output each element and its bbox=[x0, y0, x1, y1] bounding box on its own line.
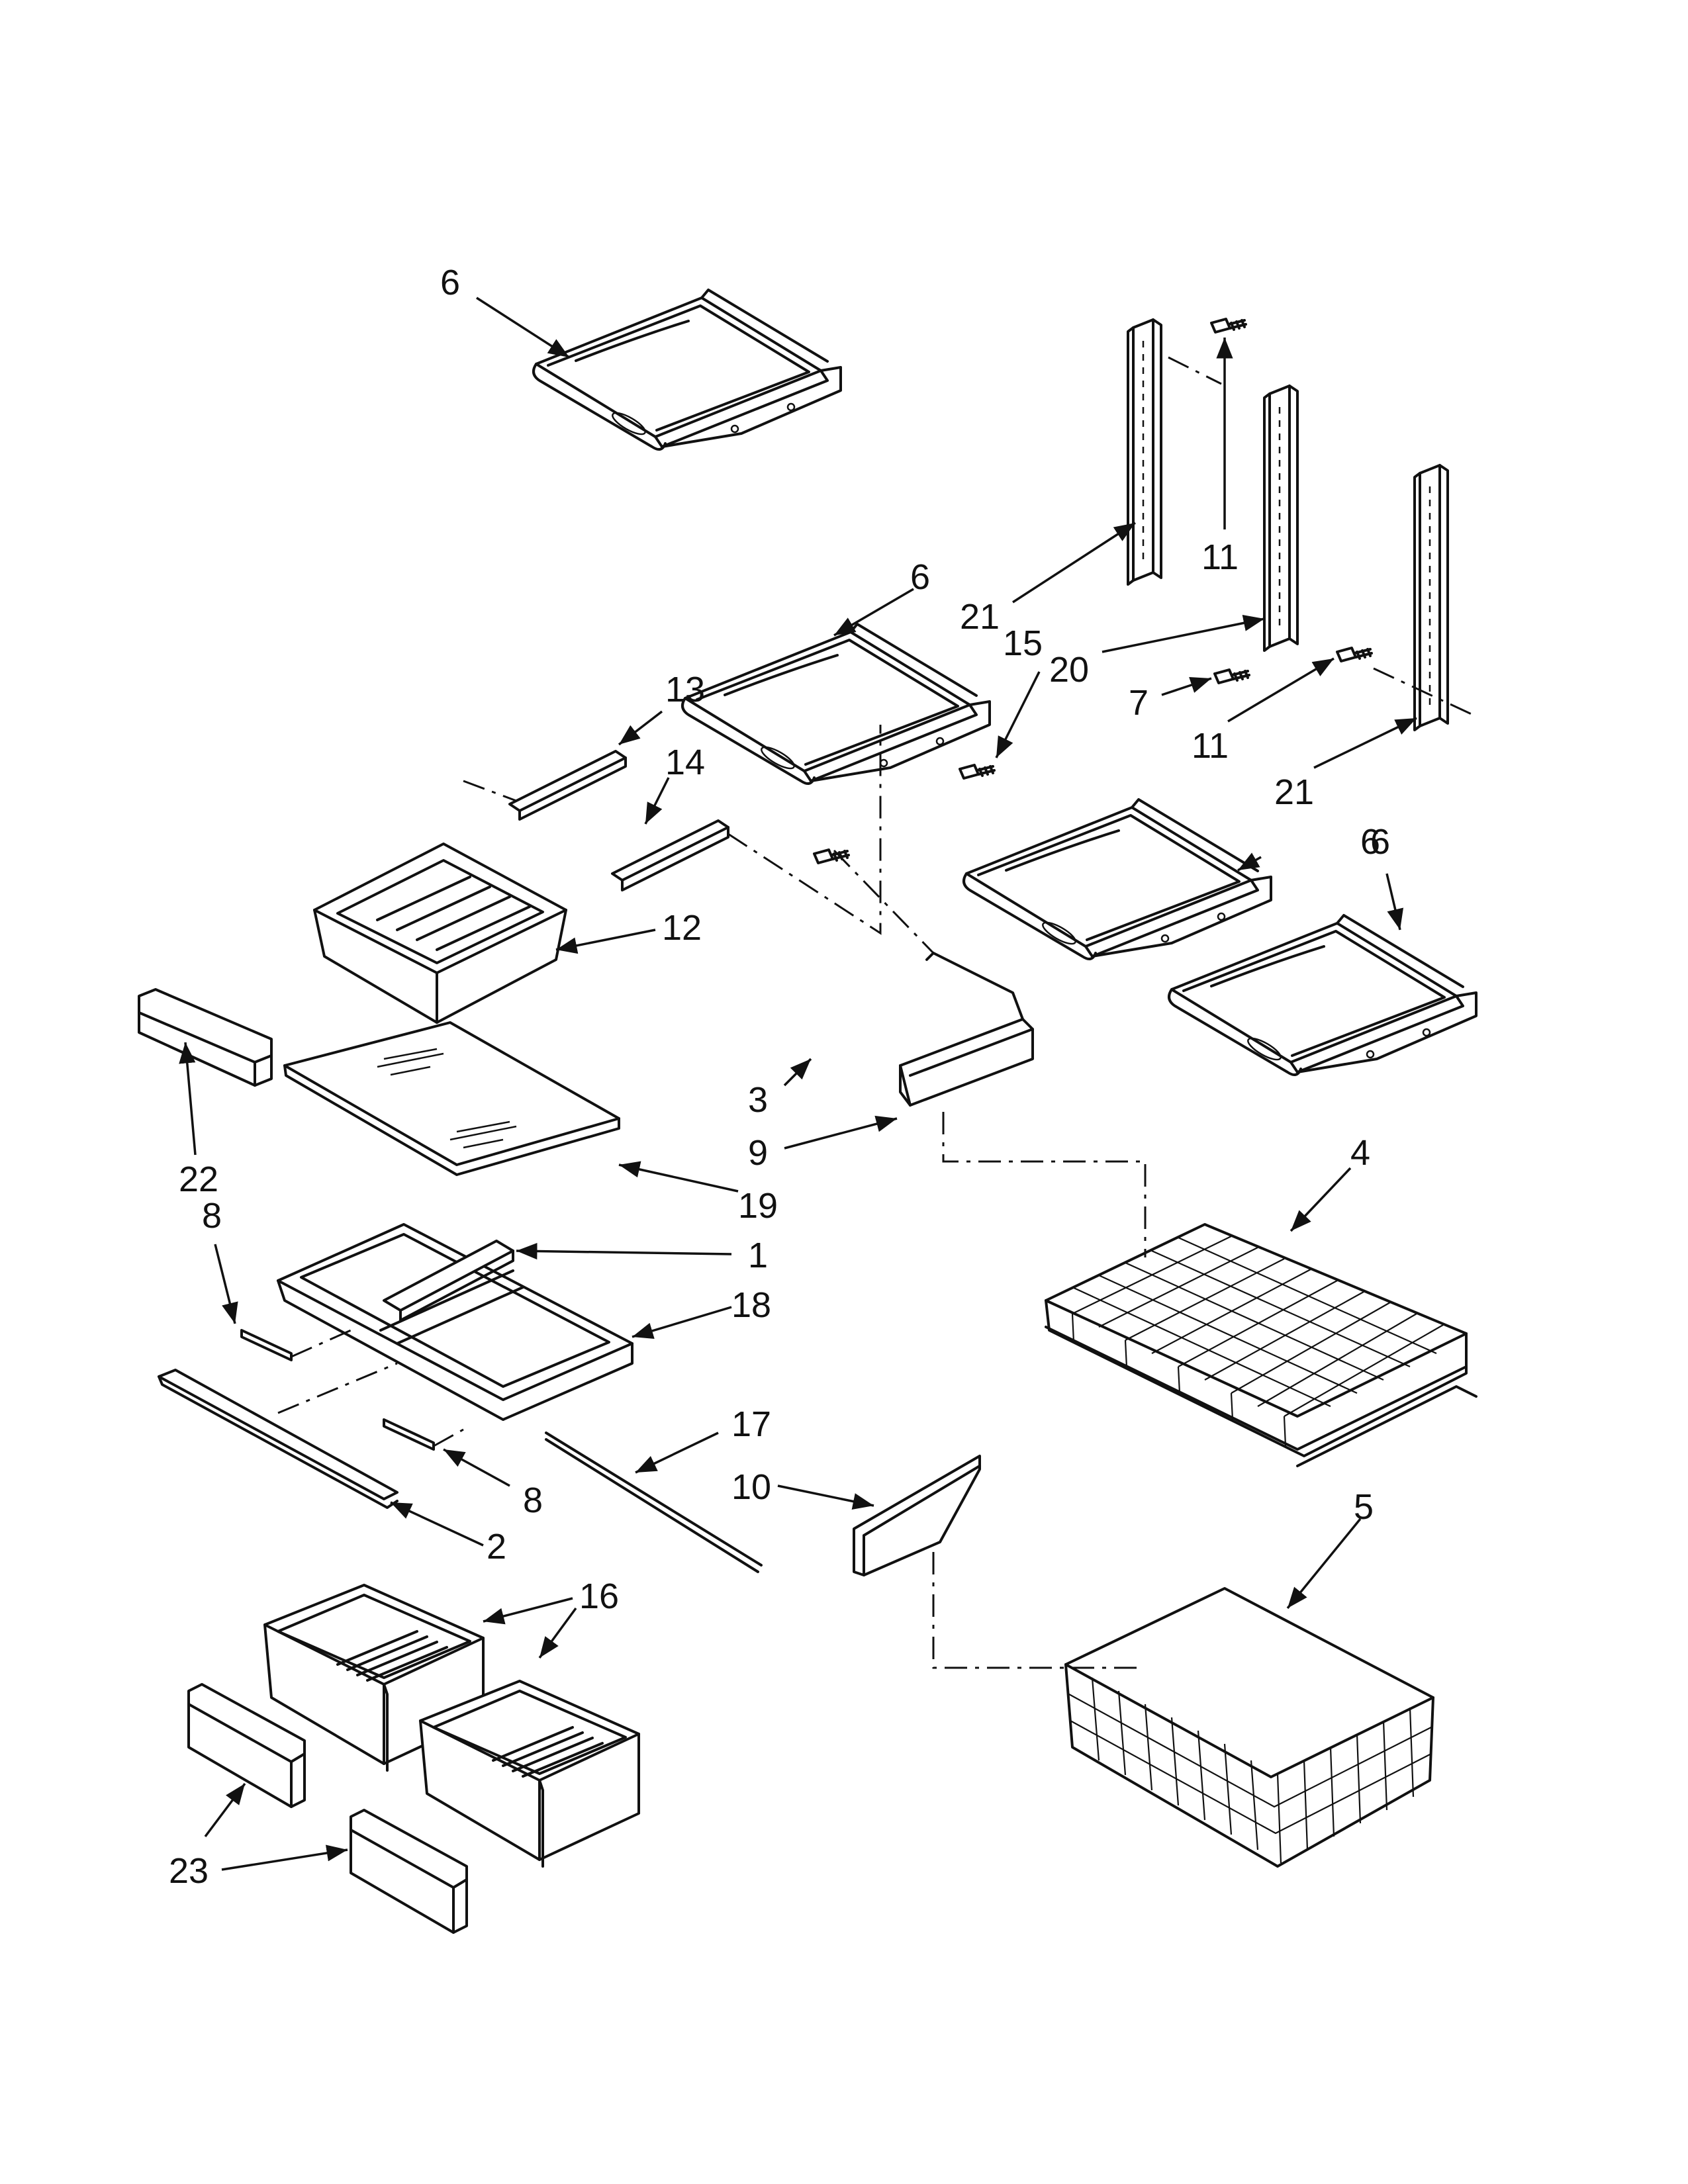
rail-21-upper bbox=[1127, 318, 1162, 586]
rail-20 bbox=[1263, 385, 1299, 652]
callout-6-right-lower: 6 bbox=[1370, 822, 1390, 862]
crisper-16-right bbox=[419, 1680, 640, 1868]
callout-1: 1 bbox=[748, 1236, 768, 1275]
callout-6-top: 6 bbox=[440, 263, 460, 302]
slide-rail-14 bbox=[611, 819, 729, 882]
stop-8-right bbox=[383, 1418, 435, 1451]
callout-11-lower: 11 bbox=[1192, 726, 1229, 766]
leader-lines bbox=[179, 296, 1417, 1871]
callout-21-lower: 21 bbox=[1274, 772, 1314, 812]
callout-3: 3 bbox=[748, 1080, 768, 1120]
callout-18: 18 bbox=[731, 1285, 771, 1325]
screw-7 bbox=[1213, 668, 1250, 684]
shelf-right-upper bbox=[962, 798, 1272, 960]
callout-14: 14 bbox=[665, 743, 705, 782]
shelf-top bbox=[532, 289, 842, 451]
callout-6-middle: 6 bbox=[910, 557, 930, 597]
callout-5: 5 bbox=[1354, 1487, 1374, 1527]
callout-23: 23 bbox=[169, 1851, 209, 1891]
callout-16: 16 bbox=[579, 1576, 619, 1616]
callout-6-right-upper: 6 bbox=[1360, 822, 1380, 862]
callout-2: 2 bbox=[487, 1527, 506, 1567]
bin-holder-9 bbox=[899, 1018, 1034, 1107]
screw-15 bbox=[959, 764, 996, 780]
callout-13: 13 bbox=[665, 670, 705, 709]
wire-basket-5 bbox=[1064, 1587, 1434, 1868]
callout-9: 9 bbox=[748, 1133, 768, 1173]
screw-11-lower bbox=[1336, 647, 1373, 662]
callout-19: 19 bbox=[738, 1186, 778, 1226]
stop-8-left bbox=[240, 1329, 293, 1361]
wire-basket-4 bbox=[1045, 1223, 1477, 1467]
callout-10: 10 bbox=[731, 1467, 771, 1507]
callout-22: 22 bbox=[179, 1160, 218, 1199]
trim-2 bbox=[158, 1369, 399, 1500]
crisper-front-23-upper bbox=[187, 1683, 306, 1808]
rail-mount-dashline-2 bbox=[1373, 667, 1474, 716]
callout-12: 12 bbox=[662, 908, 702, 948]
shelf-right-lower bbox=[1168, 914, 1477, 1076]
drawer-front-22 bbox=[138, 988, 273, 1087]
callout-7: 7 bbox=[1129, 683, 1149, 723]
rod-17 bbox=[545, 1432, 763, 1567]
callout-8-lower: 8 bbox=[523, 1480, 543, 1520]
callout-20: 20 bbox=[1049, 650, 1089, 690]
rail-mount-dashline-1 bbox=[1168, 356, 1222, 385]
callout-15: 15 bbox=[1003, 623, 1043, 663]
callout-17: 17 bbox=[731, 1404, 771, 1444]
divider-10 bbox=[853, 1455, 981, 1576]
screw-11-upper bbox=[1210, 318, 1247, 334]
callout-11-upper: 11 bbox=[1201, 537, 1239, 577]
callout-4: 4 bbox=[1350, 1133, 1370, 1173]
slide-rail-13 bbox=[508, 750, 627, 812]
callout-8-upper: 8 bbox=[202, 1196, 222, 1236]
shelf-middle bbox=[681, 623, 991, 785]
callout-21-upper: 21 bbox=[960, 597, 1000, 637]
crisper-front-23-lower bbox=[350, 1809, 468, 1934]
